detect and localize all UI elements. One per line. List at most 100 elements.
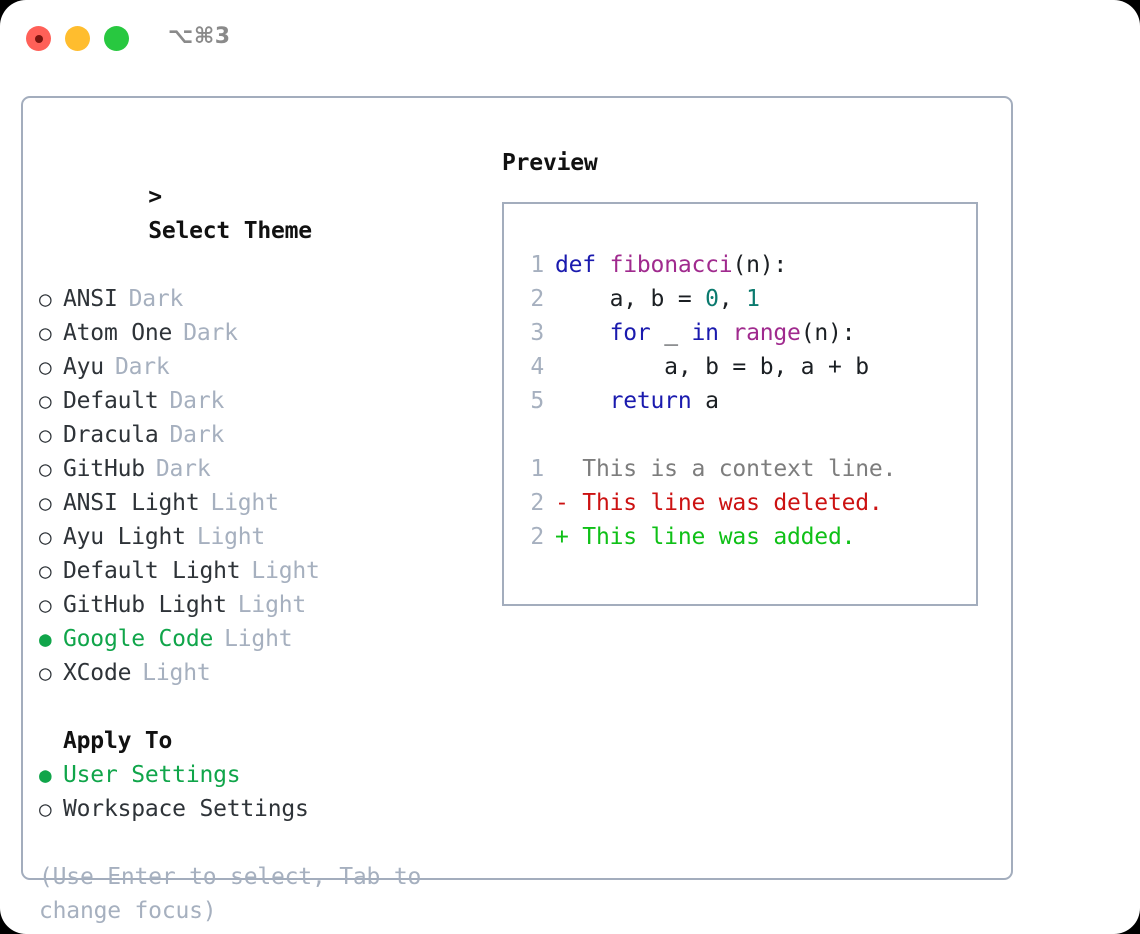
theme-variant-badge: Dark xyxy=(155,456,211,482)
code-token: return xyxy=(609,388,692,414)
radio-selected-icon: ● xyxy=(39,627,52,651)
code-token xyxy=(719,320,733,346)
minimize-button[interactable] xyxy=(65,26,90,51)
theme-option-label: Atom One xyxy=(63,320,173,346)
code-token: 0 xyxy=(705,286,719,312)
radio-unselected-icon: ○ xyxy=(39,525,52,549)
column-spacer xyxy=(39,690,479,724)
radio-unselected-icon: ○ xyxy=(39,593,52,617)
line-number: 4 xyxy=(530,354,544,380)
line-number: 2 xyxy=(530,524,544,550)
radio-unselected-icon: ○ xyxy=(39,797,52,821)
theme-option-label: GitHub Light xyxy=(63,592,227,618)
radio-unselected-icon: ○ xyxy=(39,423,52,447)
apply-to-option-label: User Settings xyxy=(63,762,241,788)
theme-option-label: Default xyxy=(63,388,159,414)
code-token: a xyxy=(691,388,719,414)
theme-variant-badge: Dark xyxy=(128,286,184,312)
apply-to-option-list: ●User Settings○Workspace Settings xyxy=(39,758,479,826)
code-line: 2 a, b = 0, 1 xyxy=(518,282,976,316)
code-token xyxy=(596,252,610,278)
code-token xyxy=(555,388,610,414)
code-token: def xyxy=(555,252,596,278)
diff-line-add: 2+ This line was added. xyxy=(518,520,976,554)
title-bar: ⌥⌘3 xyxy=(0,0,1140,78)
code-token: for xyxy=(609,320,651,346)
theme-variant-badge: Dark xyxy=(114,354,170,380)
preview-title: Preview xyxy=(502,150,598,176)
theme-variant-badge: Dark xyxy=(169,422,225,448)
keyboard-hint: (Use Enter to select, Tab to change focu… xyxy=(39,864,435,924)
theme-option-dracula[interactable]: ○ Dracula Dark xyxy=(39,418,479,452)
radio-unselected-icon: ○ xyxy=(39,321,52,345)
diff-text: This line was deleted. xyxy=(568,490,883,516)
line-number: 2 xyxy=(530,490,544,516)
theme-variant-badge: Light xyxy=(210,490,279,516)
apply-to-option-user-settings[interactable]: ●User Settings xyxy=(39,758,479,792)
code-line: 1 def fibonacci(n): xyxy=(518,248,976,282)
diff-text: This is a context line. xyxy=(568,456,897,482)
line-number: 5 xyxy=(530,388,544,414)
radio-unselected-icon: ○ xyxy=(39,355,52,379)
theme-option-label: ANSI Light xyxy=(63,490,200,516)
line-number: 2 xyxy=(530,286,544,312)
close-button[interactable] xyxy=(26,26,51,51)
theme-option-label: Default Light xyxy=(63,558,241,584)
maximize-button[interactable] xyxy=(104,26,129,51)
radio-unselected-icon: ○ xyxy=(39,287,52,311)
theme-picker-header: > Select Theme xyxy=(39,146,479,282)
theme-variant-badge: Dark xyxy=(169,388,225,414)
theme-option-github-light[interactable]: ○ GitHub Light Light xyxy=(39,588,479,622)
traffic-lights xyxy=(26,26,129,51)
code-token: a, b = b, a + b xyxy=(555,354,869,380)
code-token: 1 xyxy=(746,286,760,312)
theme-option-ansi[interactable]: ○ ANSI Dark xyxy=(39,282,479,316)
line-number: 3 xyxy=(530,320,544,346)
radio-unselected-icon: ○ xyxy=(39,559,52,583)
theme-variant-badge: Light xyxy=(251,558,320,584)
code-token xyxy=(555,320,610,346)
theme-option-label: Google Code xyxy=(63,626,214,652)
theme-option-xcode[interactable]: ○ XCode Light xyxy=(39,656,479,690)
code-token: (n): xyxy=(732,252,788,278)
code-line: 4 a, b = b, a + b xyxy=(518,350,976,384)
diff-text: This line was added. xyxy=(568,524,856,550)
line-number: 1 xyxy=(530,456,544,482)
theme-variant-badge: Light xyxy=(142,660,211,686)
code-token: a, b = xyxy=(555,286,706,312)
code-token: fibonacci xyxy=(609,252,733,278)
diff-marker xyxy=(555,456,569,482)
theme-option-label: Dracula xyxy=(63,422,159,448)
prompt-caret-icon: > xyxy=(148,184,162,210)
radio-unselected-icon: ○ xyxy=(39,661,52,685)
code-token: in xyxy=(691,320,719,346)
code-line: 3 for _ in range(n): xyxy=(518,316,976,350)
line-number: 1 xyxy=(530,252,544,278)
theme-option-label: GitHub xyxy=(63,456,145,482)
theme-option-label: XCode xyxy=(63,660,132,686)
code-line: 5 return a xyxy=(518,384,976,418)
diff-line-del: 2- This line was deleted. xyxy=(518,486,976,520)
theme-option-default-light[interactable]: ○ Default Light Light xyxy=(39,554,479,588)
window-title: ⌥⌘3 xyxy=(168,24,231,49)
theme-variant-badge: Light xyxy=(196,524,266,550)
theme-option-ayu[interactable]: ○ Ayu Dark xyxy=(39,350,479,384)
theme-option-github[interactable]: ○ GitHub Dark xyxy=(39,452,479,486)
theme-option-label: Ayu xyxy=(63,354,104,380)
theme-variant-badge: Light xyxy=(237,592,307,618)
apply-to-option-workspace-settings[interactable]: ○Workspace Settings xyxy=(39,792,479,826)
radio-unselected-icon: ○ xyxy=(39,457,52,481)
diff-marker: - xyxy=(555,490,569,516)
theme-option-label: ANSI xyxy=(63,286,118,312)
